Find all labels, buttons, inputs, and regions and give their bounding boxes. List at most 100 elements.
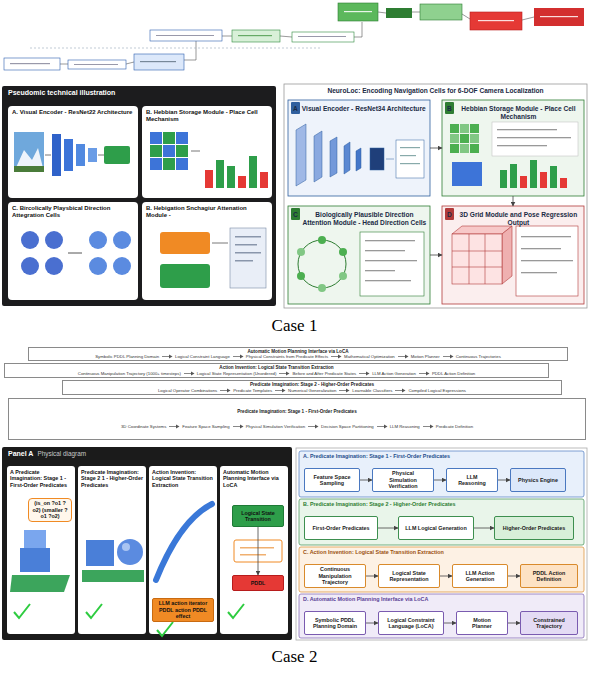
flow-arrow	[418, 371, 430, 376]
encoder-illustration	[52, 134, 61, 176]
flow-arrow	[282, 388, 286, 392]
grid-cube	[502, 226, 512, 284]
flowchart-strip	[126, 62, 134, 64]
flow-arrow	[232, 424, 244, 429]
grid-cube	[469, 234, 470, 284]
hebbian-illustration	[470, 144, 479, 153]
process-box: LLM Logical Generation	[398, 516, 474, 540]
process-box: First-Order Predicates	[304, 516, 378, 540]
flowchart-strip	[150, 30, 222, 41]
place-cell-illustration	[163, 132, 175, 144]
head-direction-ring	[318, 236, 326, 244]
process-box: Logical State Transition	[232, 505, 284, 527]
cnn-layers	[314, 131, 322, 182]
hebbian-illustration	[520, 176, 527, 188]
flow-arrow	[220, 390, 227, 391]
flowchart-strip	[412, 12, 420, 13]
hebbian-illustration	[530, 160, 537, 188]
process-box: Physical Simulation Verification	[372, 468, 434, 492]
strip-title: Predicate Imagination: Stage 2 - Higher-…	[250, 382, 374, 387]
dark-panel	[8, 106, 138, 198]
cube-sphere-illustration	[86, 540, 114, 566]
cube-stack-illustration	[10, 530, 70, 618]
card-title: Predicate Imagination: Stage 2 1 - Highe…	[81, 469, 143, 488]
connector-arrow	[430, 255, 442, 256]
module-panel: AVisual Encoder - ResNet34 Architecture	[288, 100, 430, 196]
dark-panel: Pseudomic technical illustrationA. Visua…	[2, 86, 276, 306]
connector-arrow	[430, 148, 442, 149]
flowchart-strip	[10, 63, 50, 64]
head-direction-ring	[365, 250, 405, 251]
encoder-illustration	[14, 132, 44, 172]
card-title: B. Hebbian Storage Module - Place Cell M…	[146, 109, 268, 123]
card-title: NeuroLoc: Encoding Navigation Cells for …	[284, 84, 587, 94]
flow-arrow	[191, 371, 195, 375]
flowchart-strip	[462, 14, 470, 19]
stage-title: A. Predicate Imagination: Stage 1 - Firs…	[299, 451, 584, 461]
step-text: Continuous Trajectories	[456, 354, 501, 359]
panel-letter: B	[445, 102, 454, 114]
flow-arrow	[233, 356, 240, 357]
box-text: LLM Reasoning	[449, 472, 495, 489]
direction-cells-illustration	[113, 257, 131, 275]
flow-arrow	[331, 356, 338, 357]
connector-arrow	[360, 480, 372, 481]
process-box: PDDL Action Definition	[520, 564, 578, 588]
head-direction-ring	[297, 248, 305, 256]
pipeline-panel	[299, 451, 584, 497]
flow-arrow	[330, 354, 342, 359]
connector-arrow	[434, 480, 446, 481]
flowchart-strip	[222, 36, 232, 37]
cnn-layers	[296, 124, 424, 186]
box-text: Feature Space Sampling	[307, 472, 357, 489]
hebbian-illustration	[450, 122, 578, 188]
flow-arrow	[394, 388, 406, 393]
connector-arrow	[378, 528, 398, 529]
module-panel: D3D Grid Module and Pose Regression Outp…	[442, 206, 584, 304]
process-box: LLM action iterator PDDL action PDDL eff…	[152, 598, 214, 622]
flow-arrow	[397, 354, 409, 359]
planning-illustration	[228, 604, 244, 618]
place-cell-illustration	[176, 145, 188, 157]
box-text: Constrained Trajectory	[523, 615, 575, 632]
place-cell-illustration	[163, 145, 175, 157]
connector-arrow	[498, 480, 510, 481]
place-cell-illustration	[163, 158, 175, 170]
flow-arrow	[430, 424, 434, 428]
connector-arrow	[513, 196, 514, 206]
panel-title: Pseudomic technical illustration	[8, 89, 115, 96]
planning-illustration	[240, 554, 266, 556]
cube-stack-illustration	[14, 604, 30, 618]
box-text: LLM action iterator PDDL action PDDL eff…	[155, 600, 211, 619]
illustration-card: Automatic Motion Planning Interface via …	[220, 466, 288, 634]
cnn-layers	[296, 124, 306, 186]
physical-diagram-panel	[2, 447, 292, 640]
grid-cube	[452, 251, 502, 252]
flow-arrow	[346, 388, 350, 392]
flow-arrow	[307, 424, 319, 429]
encoder-illustration	[104, 146, 130, 164]
cube-stack-illustration	[20, 548, 50, 572]
place-cell-illustration	[176, 132, 188, 144]
dark-panel	[142, 106, 272, 198]
cnn-layers	[344, 142, 350, 174]
head-direction-ring	[339, 272, 347, 280]
flow-arrow	[443, 356, 450, 357]
neuroloc-panel	[284, 84, 587, 308]
box-text: Logical State Transition	[235, 510, 281, 523]
flow-arrow	[279, 373, 286, 374]
attention-illustration	[160, 264, 210, 288]
stage-title: C. Action Invention: Logical State Trans…	[299, 547, 584, 557]
flow-strip: Automatic Motion Planning Interface via …	[28, 347, 568, 361]
trajectory-curve	[156, 504, 212, 580]
flow-arrow	[227, 388, 231, 392]
strip-title: Predicate Imagination: Stage 1 - First-O…	[237, 409, 356, 414]
box-text: LLM Action Generation	[455, 568, 505, 585]
hebbian-illustration	[450, 134, 459, 143]
attention-illustration	[235, 260, 253, 262]
hebbian-illustration	[497, 137, 571, 138]
step-text: Compiled Logical Expressions	[408, 388, 466, 393]
box-text: Motion Planner	[459, 615, 505, 632]
flow-arrow	[339, 390, 346, 391]
flowchart-strip	[140, 61, 176, 62]
